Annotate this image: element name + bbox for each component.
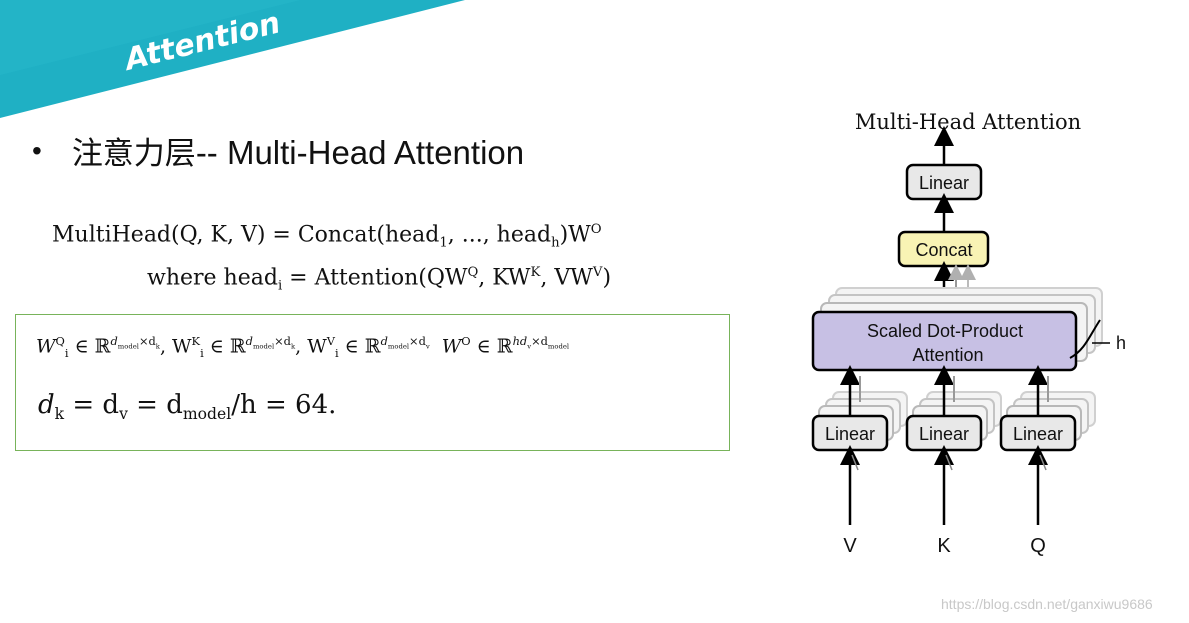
multihead-equation: MultiHead(Q, K, V) = Concat(head1, ..., …	[52, 222, 602, 251]
diagram-title: Multi-Head Attention	[855, 110, 1081, 134]
input-k-branch	[945, 454, 953, 471]
attention-label-line1: Scaled Dot-Product	[867, 321, 1023, 341]
watermark: https://blog.csdn.net/ganxiwu9686	[941, 596, 1153, 612]
input-k-label: K	[937, 535, 951, 557]
input-q-branch	[1039, 454, 1047, 471]
input-v-label: V	[843, 535, 857, 557]
bullet-dot: •	[32, 134, 42, 166]
dimension-box	[15, 314, 730, 451]
linear-v-label: Linear	[825, 424, 875, 444]
bullet-text-cjk: 注意力层	[71, 136, 196, 172]
head-equation: where headi = Attention(QWQ, KWK, VWV)	[147, 265, 612, 294]
input-v-branch	[851, 454, 859, 471]
bullet-text-en: -- Multi-Head Attention	[195, 134, 525, 171]
weight-dimensions: WQi ∈ ℝdmodel×dk, WKi ∈ ℝdmodel×dk, WVi …	[36, 334, 570, 361]
dk-dv-equation: dk = dv = dmodel/h = 64.	[38, 390, 337, 424]
linear-k-label: Linear	[919, 424, 969, 444]
banner-highlight	[0, 0, 300, 75]
linear-top-label: Linear	[919, 173, 969, 193]
bullet-item: • 注意力层-- Multi-Head Attention	[32, 128, 524, 173]
input-q-label: Q	[1030, 535, 1046, 557]
h-label: h	[1116, 333, 1126, 353]
linear-q-label: Linear	[1013, 424, 1063, 444]
concat-label: Concat	[915, 240, 972, 260]
bullet-text: 注意力层-- Multi-Head Attention	[72, 128, 524, 173]
banner-shape	[0, 0, 465, 118]
h-bracket	[1069, 319, 1101, 359]
title-banner: Attention	[0, 0, 465, 118]
attention-label-line2: Attention	[912, 345, 983, 365]
